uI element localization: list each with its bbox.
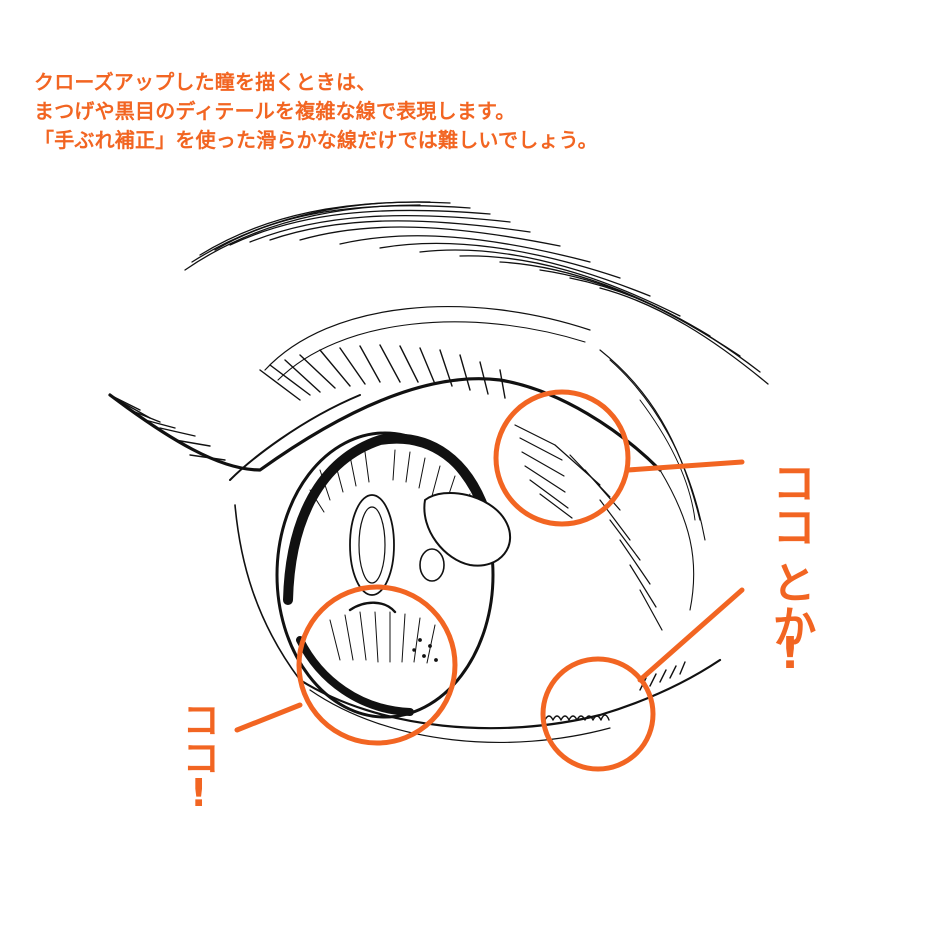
annotation-marks (234, 389, 745, 772)
upper-lashes (109, 344, 506, 461)
caption-line-3: 「手ぶれ補正」を使った滑らかな線だけでは難しいでしょう。 (34, 128, 598, 152)
highlight-circle-upper-lashes (493, 389, 631, 527)
upper-eyelid (108, 377, 662, 472)
iris-outline (275, 431, 495, 719)
left-note: ココ ! (176, 700, 220, 815)
highlight-circle-iris (296, 584, 458, 746)
catchlight-large (423, 492, 511, 567)
caption-line-1: クローズアップした瞳を描くときは、 (34, 70, 377, 94)
lid-fold-line (264, 306, 591, 371)
highlight-circle-lower-lashes (540, 656, 656, 772)
catchlight-small (419, 548, 445, 582)
eyebrow-strokes (184, 201, 769, 385)
right-note-koko: ココ (765, 460, 816, 548)
left-note-mark: ! (190, 771, 207, 815)
caption-block: クローズアップした瞳を描くときは、 まつげや黒目のディテールを複雑な線で表現しま… (34, 68, 894, 155)
upper-right-hatching (514, 424, 663, 631)
pointer-line-lower (637, 587, 745, 683)
right-note: ココ とか ! (765, 460, 816, 679)
iris-dots (412, 638, 438, 662)
lower-eyelid (298, 658, 722, 730)
eye-white-outline (234, 504, 301, 681)
iris-dark-rim (283, 433, 493, 605)
left-note-koko: ココ (176, 700, 220, 776)
pointer-line-right (625, 459, 745, 473)
pupil-highlight (349, 494, 395, 596)
right-note-toka: とか (765, 560, 816, 648)
right-note-mark: ! (780, 628, 800, 679)
pointer-line-left (234, 702, 303, 733)
caption-line-2: まつげや黒目のディテールを複雑な線で表現します。 (34, 99, 516, 123)
